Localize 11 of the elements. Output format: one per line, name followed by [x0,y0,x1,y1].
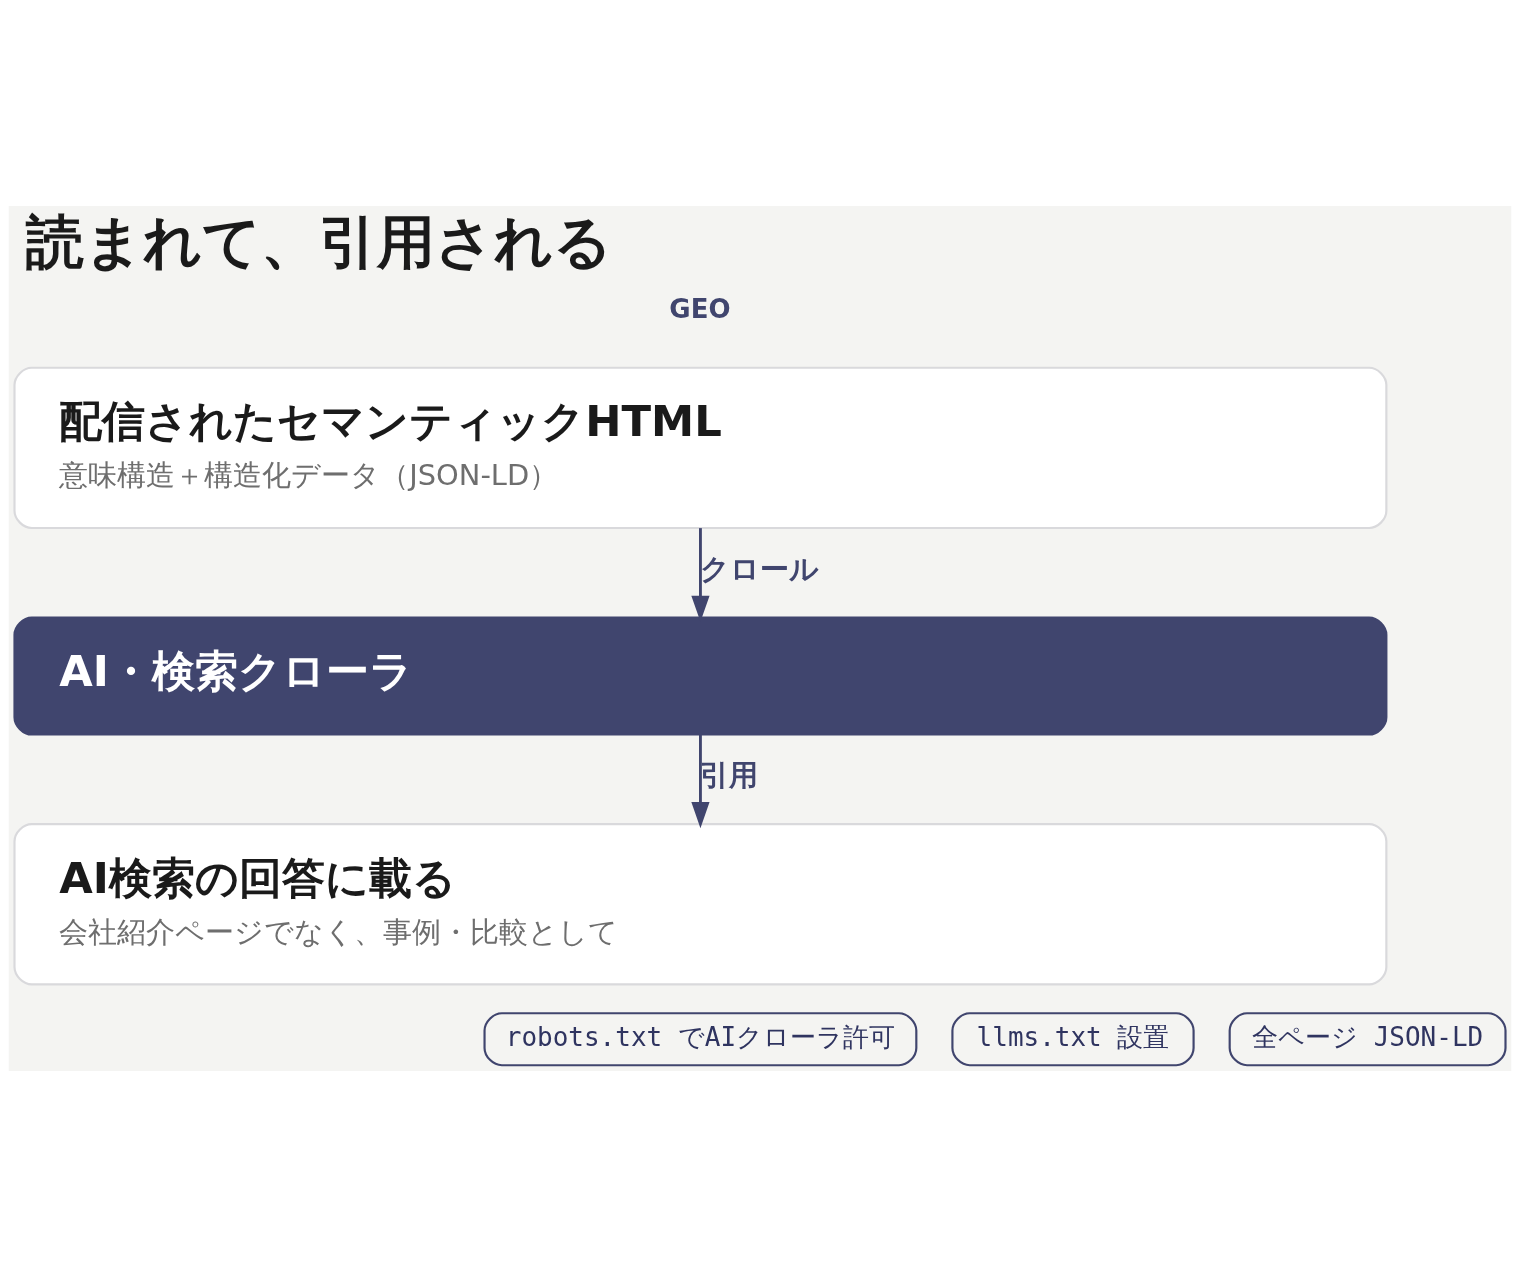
arrow [691,734,710,829]
diagram-title: 読まれて、引用される [26,208,613,277]
edge-label: クロール [700,551,820,586]
node-box: llms.txt 設置 [951,1012,1195,1067]
edge-label: 引用 [700,758,759,793]
node-box: AI・検索クローラ [13,616,1388,736]
node-box: AI検索の回答に載る 会社紹介ページでなく、事例・比較として [13,822,1388,986]
node-box: robots.txt でAIクローラ許可 [483,1012,918,1067]
node-box: 配信されたセマンティックHTML 意味構造＋構造化データ（JSON-LD） [13,366,1388,530]
label: GEO [669,293,731,324]
node-box: 全ページ JSON-LD [1228,1012,1507,1067]
